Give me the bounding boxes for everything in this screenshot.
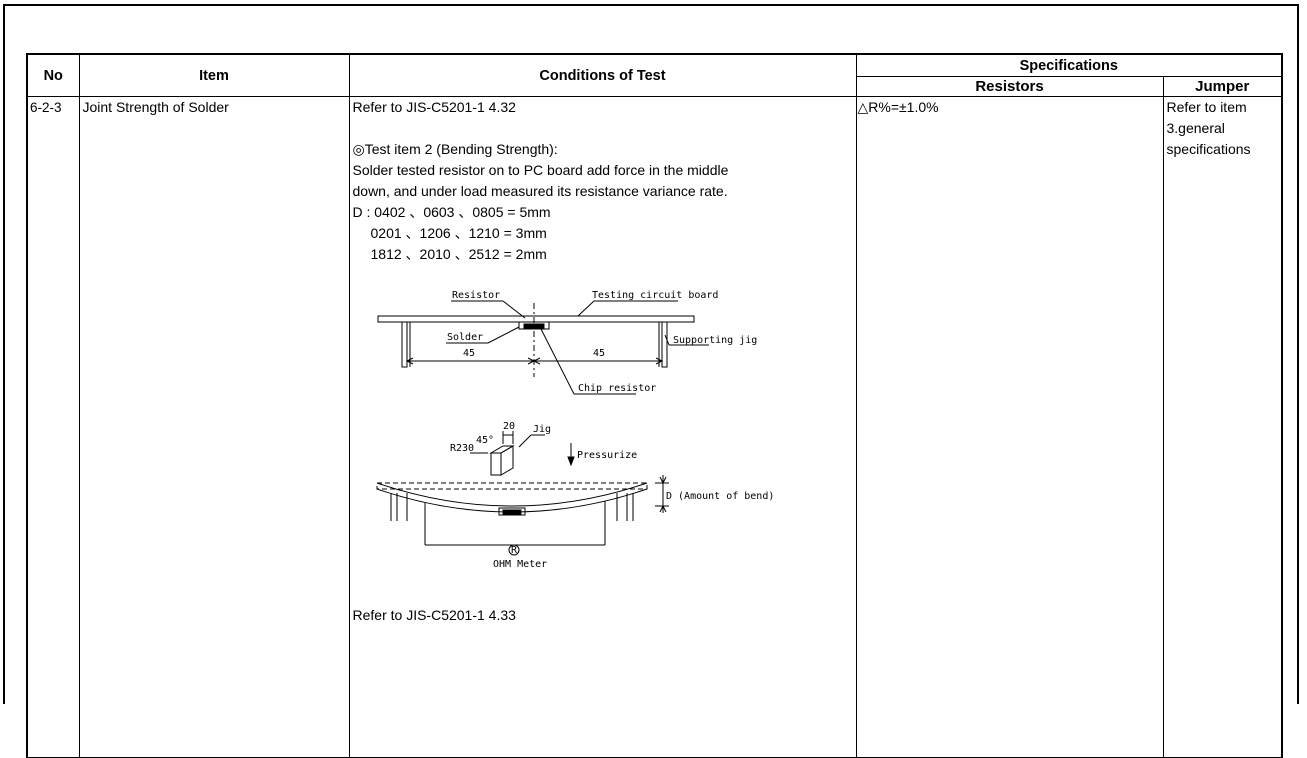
label-dim-left: 45 bbox=[463, 348, 475, 359]
label-dim-right: 45 bbox=[593, 348, 605, 359]
label-r230: R230 bbox=[450, 443, 474, 454]
row-item: Joint Strength of Solder bbox=[78, 96, 350, 758]
row-resistors-text: △R%=±1.0% bbox=[857, 99, 939, 115]
label-testing-board: Testing circuit board bbox=[592, 290, 718, 301]
row-no-text: 6-2-3 bbox=[30, 100, 62, 115]
jumper-line-2: 3.general bbox=[1166, 120, 1225, 136]
row-resistors: △R%=±1.0% bbox=[855, 96, 1164, 758]
page-frame bbox=[3, 4, 1299, 704]
condition-ref-1: Refer to JIS-C5201-1 4.32 bbox=[352, 99, 516, 115]
label-dim-20: 20 bbox=[503, 421, 515, 432]
condition-desc-2: down, and under load measured its resist… bbox=[352, 183, 728, 199]
specification-table: No Item Conditions of Test Specification… bbox=[26, 53, 1283, 758]
header-item: Item bbox=[78, 53, 350, 97]
label-pressurize: Pressurize bbox=[577, 450, 637, 461]
label-amount-of-bend: D (Amount of bend) bbox=[666, 491, 774, 502]
label-ohm-meter: OHM Meter bbox=[493, 559, 547, 570]
jumper-line-1: Refer to item bbox=[1166, 99, 1247, 115]
header-resistors: Resistors bbox=[855, 76, 1164, 97]
condition-d-1: D : 0402 、0603 、0805 = 5mm bbox=[352, 204, 551, 220]
label-angle: 45° bbox=[476, 435, 494, 446]
row-conditions: Refer to JIS-C5201-1 4.32 ◎Test item 2 (… bbox=[348, 96, 857, 758]
condition-d-2: 0201 、1206 、1210 = 3mm bbox=[370, 225, 547, 241]
label-supporting-jig: Supporting jig bbox=[673, 335, 757, 346]
condition-test-item: ◎Test item 2 (Bending Strength): bbox=[352, 141, 558, 157]
row-jumper: Refer to item 3.general specifications bbox=[1162, 96, 1283, 758]
support-fixture-drawing: Resistor Testing circuit board Solder Su… bbox=[353, 265, 856, 413]
label-solder: Solder bbox=[447, 332, 483, 343]
label-resistor: Resistor bbox=[452, 290, 500, 301]
ohm-meter-icon: R bbox=[511, 545, 518, 556]
condition-desc-1: Solder tested resistor on to PC board ad… bbox=[352, 162, 729, 178]
label-chip-resistor: Chip resistor bbox=[578, 383, 656, 394]
row-item-text: Joint Strength of Solder bbox=[82, 99, 229, 115]
header-specifications: Specifications bbox=[855, 53, 1283, 77]
condition-d-3: 1812 、2010 、2512 = 2mm bbox=[370, 246, 547, 262]
header-conditions: Conditions of Test bbox=[348, 53, 857, 97]
jumper-line-3: specifications bbox=[1166, 141, 1251, 157]
header-jumper: Jumper bbox=[1162, 76, 1283, 97]
header-no: No bbox=[26, 53, 80, 97]
row-no: 6-2-3 bbox=[26, 96, 80, 758]
condition-ref-2: Refer to JIS-C5201-1 4.33 bbox=[352, 607, 516, 623]
label-jig: Jig bbox=[533, 424, 551, 435]
bending-test-drawing: 20 45° R230 Jig Pressurize D (Amount of … bbox=[353, 413, 856, 581]
